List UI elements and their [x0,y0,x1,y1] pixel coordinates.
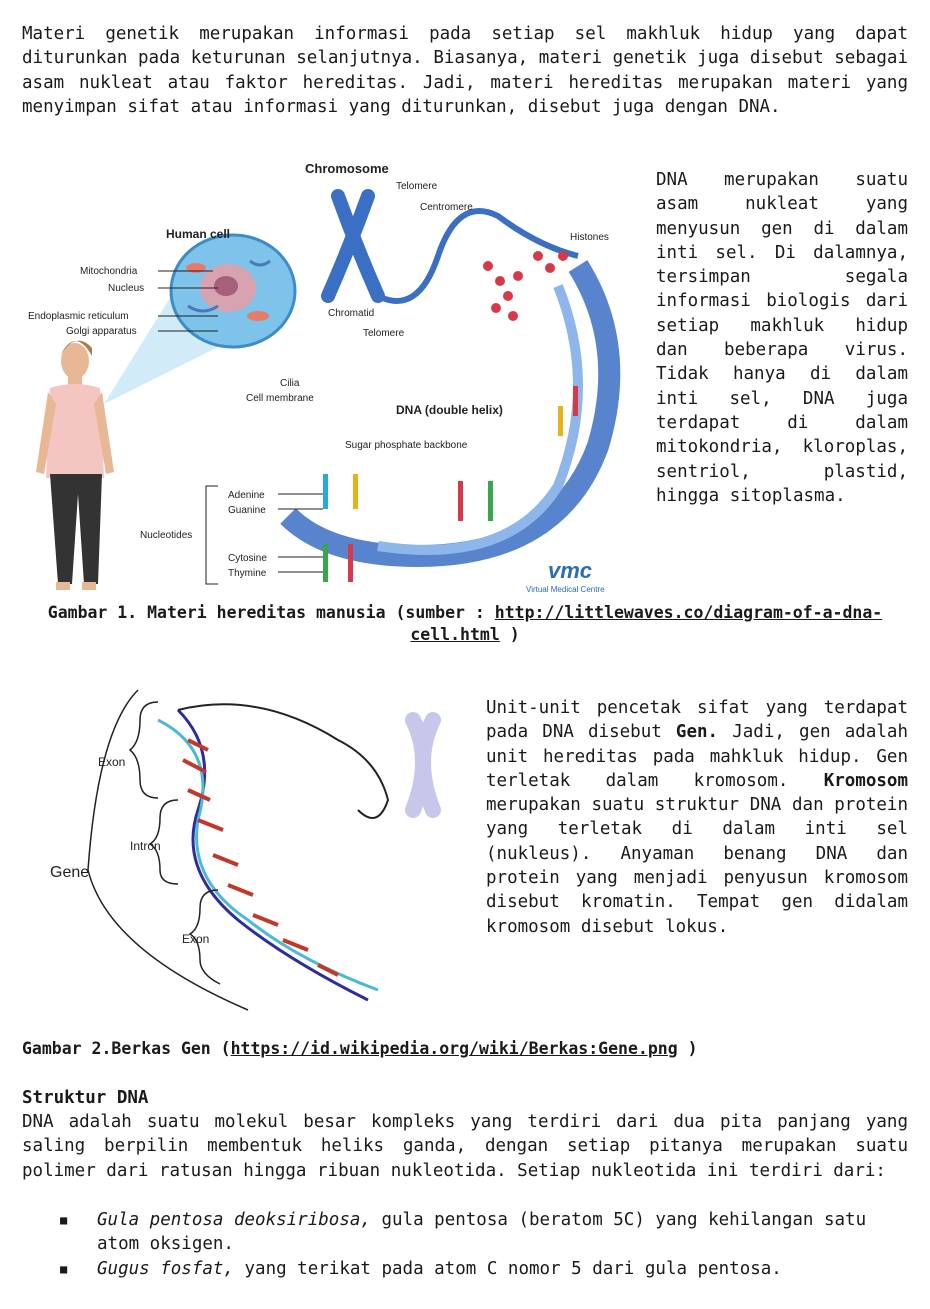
label-guanine: Guanine [228,505,266,516]
label-golgi: Golgi apparatus [66,326,137,337]
figure-2-gene-diagram: Exon Intron Gene Exon [50,689,441,1011]
human-figure-illustration [36,340,114,590]
struktur-dna-paragraph: DNA adalah suatu molekul besar kompleks … [22,1112,908,1181]
vmc-logo: vmc [548,558,592,583]
nucleotide-components-list: ■ Gula pentosa deoksiribosa, gula pentosa… [22,1208,908,1281]
figure-2-text-part3: merupakan suatu struktur DNA dan protein… [486,795,908,937]
label-cilia: Cilia [280,378,300,389]
figure-2-term-gen: Gen. [675,722,719,743]
struktur-dna-heading: Struktur DNA [22,1088,149,1108]
intro-paragraph: Materi genetik merupakan informasi pada … [22,24,908,117]
figure-2-text-part1: Unit-unit pencetak sifat yang terdapat p… [486,698,908,743]
label-cell-membrane: Cell membrane [246,393,314,404]
label-chromatid: Chromatid [328,308,374,319]
label-chromosome: Chromosome [305,161,389,176]
list-item-text: yang terikat pada atom C nomor 5 dari gu… [233,1258,782,1279]
dna-helix-illustration [280,260,621,582]
figure-1-caption-link[interactable]: http://littlewaves.co/diagram-of-a-dna-c… [410,603,883,644]
gene-dna-strand-illustration [157,703,441,1002]
label-sugar-phosphate-backbone: Sugar phosphate backbone [345,440,468,451]
label-nucleus: Nucleus [108,283,144,294]
label-centromere: Centromere [420,202,473,213]
list-item-term: Gugus fosfat, [97,1258,234,1279]
figure-1-caption-suffix: ) [499,625,520,644]
figure-1-side-text: DNA merupakan suatu asam nukleat yang me… [656,170,908,506]
figure-2-text-part2: Jadi, gen adalah unit hereditas pada mah… [486,722,908,791]
label-human-cell: Human cell [166,227,230,241]
bullet-square-icon: ■ [60,1213,68,1227]
figure-2-caption-suffix: ) [677,1039,698,1058]
figure-1-diagram: Chromosome Telomere Centromere Histones … [28,161,621,594]
list-item: ■ Gula pentosa deoksiribosa, gula pentosa… [22,1208,908,1257]
histones-illustration [483,251,568,321]
figure-1-caption-prefix: Gambar 1. Materi hereditas manusia (sumb… [47,603,495,622]
label-gene: Gene [50,864,89,881]
figure-2-term-kromosom: Kromosom [823,770,908,791]
human-cell-illustration [169,233,297,349]
label-histones: Histones [570,232,609,243]
vmc-logo-subtitle: Virtual Medical Centre [526,585,605,594]
chromosome-illustration [321,189,385,303]
label-dna-double-helix: DNA (double helix) [396,403,503,417]
label-exon-bottom: Exon [182,932,209,946]
figure-2-caption-link[interactable]: https://id.wikipedia.org/wiki/Berkas:Gen… [230,1039,678,1058]
figure-2-caption: Gambar 2.Berkas Gen (https://id.wikipedi… [22,1038,908,1060]
label-adenine: Adenine [228,490,265,501]
label-exon-top: Exon [98,755,125,769]
list-item-term: Gula pentosa deoksiribosa, [97,1210,371,1230]
figure-2-side-text: Unit-unit pencetak sifat yang terdapat p… [486,696,908,939]
list-item-text: gula pentosa (beratom 5C) yang kehilanga… [97,1210,867,1255]
list-item: ■ Gugus fosfat, yang terikat pada atom C … [22,1257,908,1281]
label-mitochondria: Mitochondria [80,266,138,277]
figure-2-caption-prefix: Gambar 2.Berkas Gen ( [22,1039,231,1058]
label-nucleotides: Nucleotides [140,530,192,541]
label-cytosine: Cytosine [228,553,267,564]
label-intron: Intron [130,839,161,853]
label-thymine: Thymine [228,568,267,579]
bullet-square-icon: ■ [60,1261,68,1276]
label-endoplasmic-reticulum: Endoplasmic reticulum [28,311,129,322]
figure-1-caption: Gambar 1. Materi hereditas manusia (sumb… [22,602,908,646]
label-telomere-top: Telomere [396,181,438,192]
gene-brackets [87,689,249,1011]
label-telomere-bottom: Telomere [363,328,405,339]
